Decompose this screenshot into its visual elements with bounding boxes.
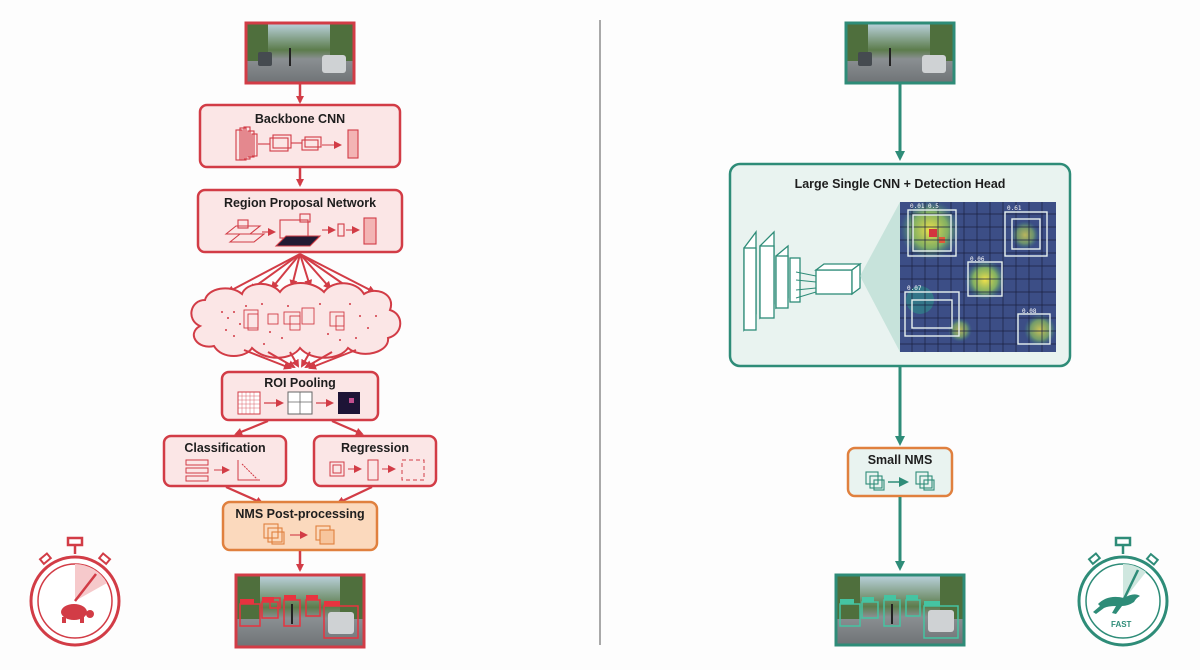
stage-label-roi: ROI Pooling: [264, 376, 336, 390]
stage-label-rpn: Region Proposal Network: [223, 196, 377, 210]
feature-connector-lines: [795, 271, 817, 299]
output-image-left: [234, 573, 366, 649]
heatmap-score-4: 0.07: [907, 285, 922, 292]
backbone-cnn-box: [198, 103, 402, 169]
heatmap-score-5: 0.08: [1022, 308, 1037, 315]
roi-grid-icon: [237, 391, 360, 415]
turtle-icon: [61, 604, 94, 623]
cnn-layers-icon-right: [743, 230, 862, 332]
classification-icon: [185, 459, 260, 482]
nms-postprocessing-box: [221, 500, 379, 552]
single-cnn-detector-box: [728, 162, 1072, 368]
input-image-right: [844, 21, 956, 85]
region-proposals-cloud: [190, 282, 402, 359]
roi-pooling-box: [220, 370, 380, 422]
arrow-classification-to-nms: [225, 485, 264, 505]
rpn-box: [196, 188, 404, 254]
detector-label: Large Single CNN + Detection Head: [794, 177, 1006, 191]
stage-label-backbone: Backbone CNN: [254, 112, 346, 126]
nms-boxes-icon: [263, 523, 335, 545]
input-image-left: [244, 21, 356, 85]
arrow-roi-to-classification: [234, 419, 269, 436]
small-nms-label: Small NMS: [867, 453, 933, 467]
cnn-layers-icon: [235, 126, 359, 161]
small-nms-box: [846, 446, 954, 498]
arrow-roi-to-regression: [331, 419, 364, 436]
rpn-anchor-icon: [224, 213, 377, 247]
fast-label: FAST: [1111, 620, 1132, 629]
detection-heatmap: [900, 200, 1056, 352]
stage-label-classification: Classification: [184, 441, 266, 455]
heatmap-score-3: 0.06: [970, 256, 985, 263]
small-nms-boxes-icon: [865, 471, 935, 491]
proposal-converge-arrows: [243, 349, 357, 370]
heatmap-score-1: 0.01 0.5: [910, 203, 939, 210]
regression-icon: [329, 459, 425, 481]
heatmap-score-2: 0.61: [1007, 205, 1022, 212]
projection-cone: [860, 202, 900, 352]
arrow-regression-to-nms: [336, 486, 373, 505]
stage-label-nms: NMS Post-processing: [235, 507, 365, 521]
regression-box: [312, 434, 438, 488]
cheetah-stopwatch-icon: [1077, 536, 1169, 647]
turtle-stopwatch-icon: [29, 536, 121, 647]
cheetah-icon: [1093, 594, 1140, 614]
stage-label-regression: Regression: [340, 441, 410, 455]
classification-box: [162, 434, 288, 488]
output-image-right: [834, 573, 966, 647]
